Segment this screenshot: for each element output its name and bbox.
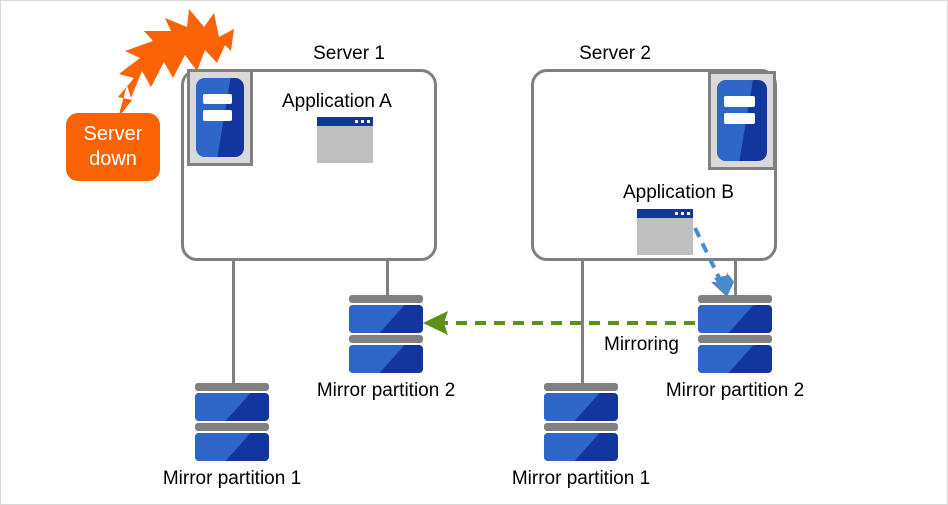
s1-mirror-partition-1-label: Mirror partition 1 [162, 468, 302, 489]
disk-plate-middle [349, 335, 423, 343]
window-dot-1 [675, 212, 678, 215]
application-b-window-icon [637, 209, 693, 255]
server-1-connector-left [232, 261, 235, 385]
disk-plate-top [349, 295, 423, 303]
disk-slab-sheen [698, 345, 754, 373]
server-2-unit-icon [708, 71, 776, 170]
s2-mirror-partition-2-label: Mirror partition 2 [665, 380, 805, 401]
disk-slab-lower [698, 345, 772, 373]
window-dot-3 [367, 120, 370, 123]
server-icon-slot-1 [724, 96, 755, 107]
disk-plate-middle [195, 423, 269, 431]
disk-slab-upper [195, 393, 269, 421]
server-rack-icon [717, 80, 767, 161]
application-a-label: Application A [282, 91, 392, 112]
s1-mirror-partition-2-disk [349, 295, 423, 375]
window-dot-2 [681, 212, 684, 215]
server-icon-slot-2 [724, 113, 755, 124]
disk-plate-middle [698, 335, 772, 343]
server-down-line-1: Server [83, 123, 143, 145]
server-2-title: Server 2 [579, 43, 651, 64]
server-rack-icon [196, 78, 244, 157]
server-icon-slot-2 [202, 110, 233, 121]
application-b-label: Application B [623, 182, 734, 203]
s1-mirror-partition-1-disk [195, 383, 269, 463]
server-1-connector-right [386, 261, 389, 297]
disk-slab-upper [349, 305, 423, 333]
disk-slab-sheen [544, 393, 600, 421]
disk-slab-sheen [195, 393, 251, 421]
server-down-line-2: down [89, 148, 137, 170]
s2-mirror-partition-1-disk [544, 383, 618, 463]
disk-plate-top [195, 383, 269, 391]
disk-slab-lower [349, 345, 423, 373]
disk-plate-top [698, 295, 772, 303]
disk-slab-upper [698, 305, 772, 333]
disk-plate-middle [544, 423, 618, 431]
server-2-connector-right [734, 261, 737, 297]
disk-slab-sheen [698, 305, 754, 333]
s2-mirror-partition-2-disk [698, 295, 772, 375]
server-icon-slot-1 [202, 93, 233, 105]
disk-slab-lower [195, 433, 269, 461]
disk-plate-top [544, 383, 618, 391]
mirroring-label: Mirroring [604, 334, 679, 355]
application-a-titlebar [317, 117, 373, 126]
server-2-connector-left [581, 261, 584, 385]
server-1-title: Server 1 [313, 43, 385, 64]
application-b-titlebar [637, 209, 693, 218]
window-dot-3 [687, 212, 690, 215]
disk-slab-sheen [195, 433, 251, 461]
disk-slab-sheen [544, 433, 600, 461]
disk-slab-lower [544, 433, 618, 461]
server-down-callout: Server down [66, 113, 160, 181]
disk-slab-sheen [349, 345, 405, 373]
s2-mirror-partition-1-label: Mirror partition 1 [511, 468, 651, 489]
server-1-unit-icon [187, 69, 253, 166]
application-a-window-icon [317, 117, 373, 163]
window-dot-2 [361, 120, 364, 123]
mirroring-arrow-icon [423, 311, 695, 335]
s1-mirror-partition-2-label: Mirror partition 2 [316, 380, 456, 401]
window-dot-1 [355, 120, 358, 123]
disk-slab-upper [544, 393, 618, 421]
disk-slab-sheen [349, 305, 405, 333]
